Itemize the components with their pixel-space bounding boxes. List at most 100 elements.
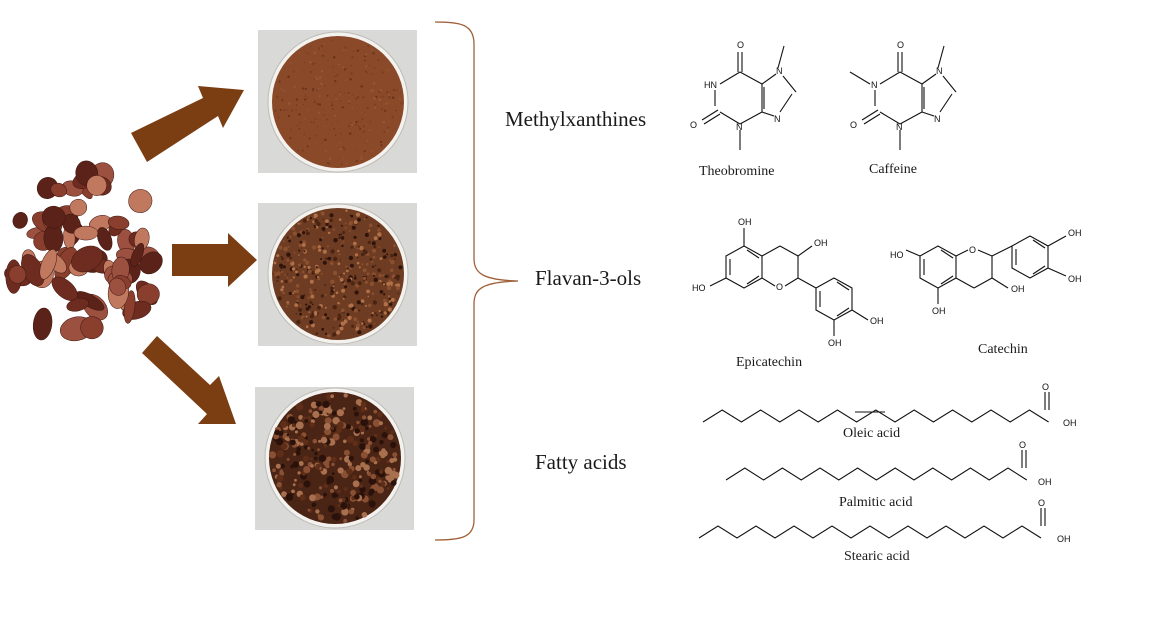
particle <box>303 480 311 488</box>
catechin-oh-bottom: OH <box>932 306 946 316</box>
particle <box>296 319 301 325</box>
particle <box>348 255 354 261</box>
particle <box>348 509 355 515</box>
particle <box>339 93 342 96</box>
particle <box>322 249 327 254</box>
particle <box>387 434 394 441</box>
particle <box>331 40 333 41</box>
particle <box>310 46 312 48</box>
particle <box>364 70 367 73</box>
particle <box>324 284 327 286</box>
particle <box>286 273 288 276</box>
particle <box>339 457 343 461</box>
particle <box>378 421 383 426</box>
particle <box>333 256 338 262</box>
particle <box>367 45 370 48</box>
particle <box>344 68 347 70</box>
shell-fragment <box>73 225 99 241</box>
particle <box>350 122 352 124</box>
particle <box>316 90 319 92</box>
particle <box>331 462 335 467</box>
particle <box>388 295 390 298</box>
particle <box>340 99 342 102</box>
particle <box>371 314 374 317</box>
particle <box>295 109 298 111</box>
particle <box>374 264 377 267</box>
particle <box>382 274 385 277</box>
particle <box>293 452 297 456</box>
particle <box>398 98 401 100</box>
particle <box>386 487 390 490</box>
particle <box>373 95 375 97</box>
particle <box>379 257 383 260</box>
particle <box>361 252 365 257</box>
arrows-layer <box>131 86 257 424</box>
particle <box>386 130 389 132</box>
particle <box>363 150 366 153</box>
particle <box>355 326 360 331</box>
particle <box>312 410 320 419</box>
oleic-acid-structure: O OH <box>702 382 1077 428</box>
particle <box>326 394 332 400</box>
particle <box>307 265 311 270</box>
particle <box>334 75 336 78</box>
particle <box>340 308 345 313</box>
particle <box>360 85 364 88</box>
particle <box>339 238 341 241</box>
particle <box>329 439 336 446</box>
particle <box>313 224 316 227</box>
particle <box>324 85 326 87</box>
particle <box>332 270 338 276</box>
particle <box>322 218 325 221</box>
particle <box>344 226 347 229</box>
particle <box>305 229 309 232</box>
theobromine-n9: N <box>774 114 781 124</box>
particle <box>378 479 382 484</box>
particle <box>372 272 376 276</box>
particle <box>275 463 281 469</box>
particle <box>292 461 300 468</box>
particle <box>326 333 331 338</box>
particle <box>366 106 369 110</box>
particle <box>358 125 361 128</box>
particle <box>348 229 351 232</box>
particle <box>338 498 343 503</box>
particle <box>347 91 350 94</box>
particle <box>314 134 317 137</box>
particle <box>286 236 289 239</box>
shell-fragment <box>107 215 130 230</box>
curly-bracket <box>434 21 519 541</box>
epicatechin-oh-bottom: OH <box>828 338 842 348</box>
particle <box>309 314 314 319</box>
particle <box>345 265 348 269</box>
particle <box>383 298 387 303</box>
particle <box>345 269 349 273</box>
particle <box>356 320 360 323</box>
particle <box>359 121 362 123</box>
particle <box>383 130 386 133</box>
particle <box>338 142 340 145</box>
particle <box>309 290 313 295</box>
particle <box>331 102 333 104</box>
particle <box>339 277 344 282</box>
particle <box>311 156 313 159</box>
particle <box>343 158 345 160</box>
particle <box>315 225 319 229</box>
particle <box>372 300 378 305</box>
particle <box>374 106 376 108</box>
particle <box>333 83 335 85</box>
particle <box>314 226 317 229</box>
theobromine-oxygen-left: O <box>690 120 697 130</box>
particle <box>336 330 341 335</box>
particle <box>318 47 321 50</box>
particle <box>364 111 366 113</box>
particle <box>297 471 301 475</box>
particle <box>312 122 315 124</box>
particle <box>341 288 346 293</box>
particle <box>326 408 333 414</box>
particle <box>364 233 369 237</box>
particle <box>307 97 309 99</box>
particle <box>342 407 346 410</box>
particle <box>353 411 359 417</box>
particle <box>280 270 284 273</box>
